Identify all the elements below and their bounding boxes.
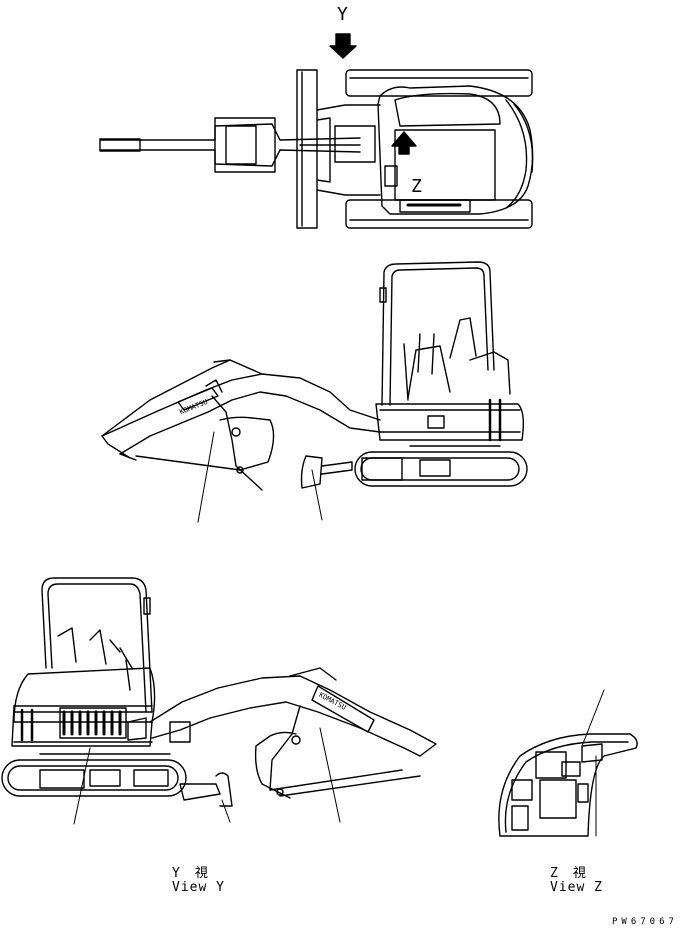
boom-left (149, 675, 437, 757)
z-panel-outline (498, 733, 638, 837)
top-view: Y Z (99, 4, 534, 229)
track-right (354, 451, 528, 487)
top-upper-structure (377, 85, 534, 215)
view-y-label-en: View Y (172, 880, 225, 895)
view-z-label-en: View Z (550, 880, 603, 895)
reference-code: PW67067 (612, 917, 678, 927)
canopy-right (381, 261, 495, 406)
leader-line-grille-left (73, 747, 91, 825)
view-z-detail (498, 689, 638, 837)
leader-line-boom-right (197, 431, 215, 523)
leader-line-boom-left (319, 727, 341, 823)
view-z-arrow-icon (391, 131, 417, 155)
top-boom (99, 123, 361, 167)
top-blade (296, 69, 318, 229)
grille-left (59, 707, 127, 739)
view-y-label-jp: Y 視 (172, 866, 209, 881)
canopy-left (41, 577, 153, 713)
top-track-upper (345, 69, 533, 97)
side-view-left: KOMATSU (1, 577, 437, 825)
view-z-label-jp: Z 視 (550, 866, 587, 881)
view-y-arrow-icon (329, 33, 357, 59)
track-left (1, 759, 187, 797)
leader-line-blade-left (221, 799, 231, 823)
leader-line-z-panel (581, 689, 605, 747)
view-y-marker-letter: Y (337, 4, 348, 25)
side-view-right: KOMATSU (101, 261, 528, 523)
leader-line-blade-right (311, 469, 323, 521)
view-z-marker-letter: Z (411, 176, 422, 197)
